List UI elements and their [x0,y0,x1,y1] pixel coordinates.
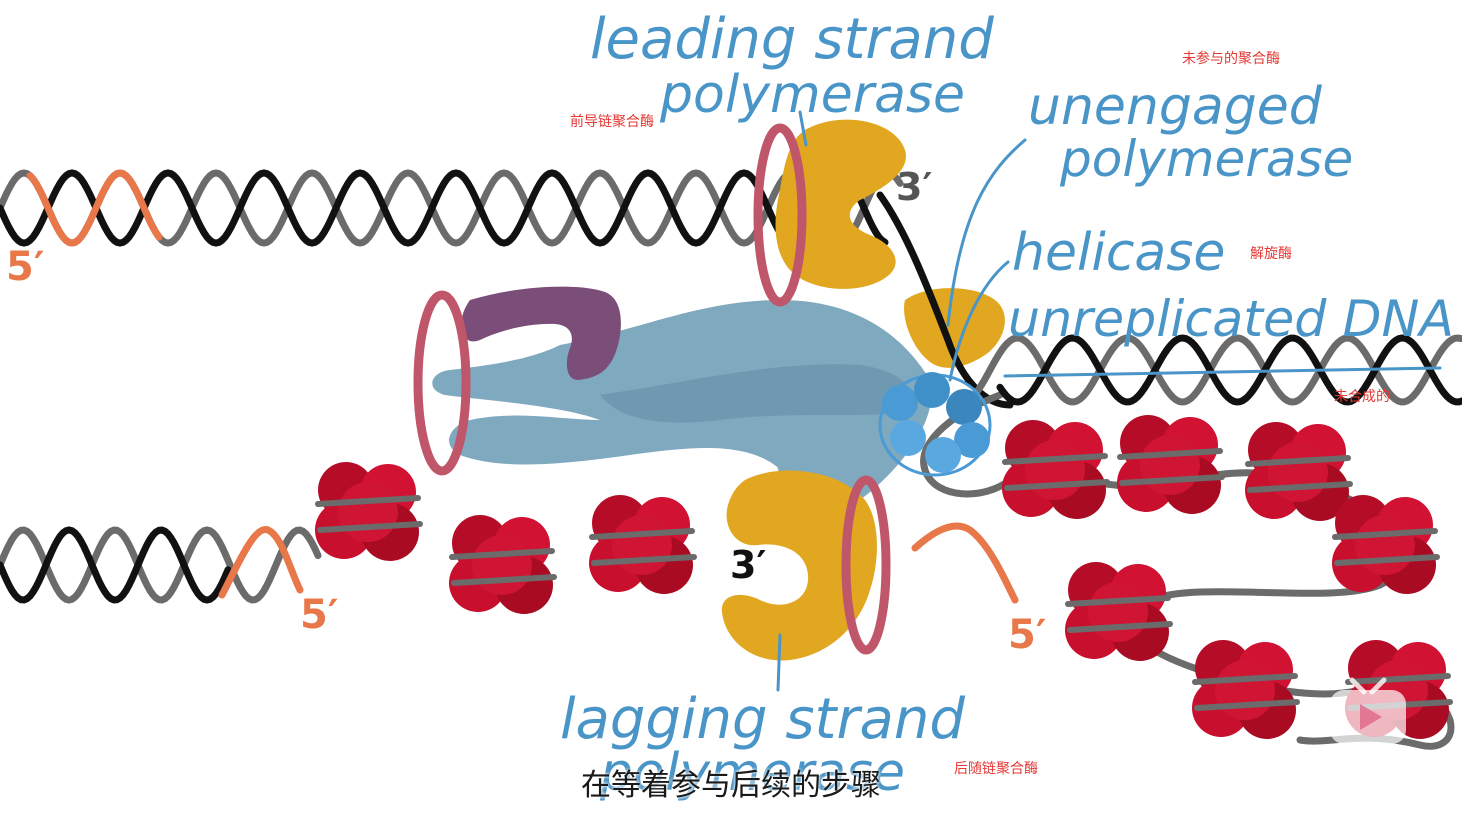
wrapped-dna [1119,474,1225,486]
helicase-subunit [925,437,961,473]
nucleosome [1117,415,1225,514]
nucleosome-layer [315,415,1453,739]
wrapped-dna [1002,453,1108,465]
wrapped-dna [1345,673,1451,685]
unengaged-label-line2: polymerase [1059,130,1353,188]
histone-subunit [1025,440,1085,500]
unengaged-pointer-line [946,138,1027,327]
nucleosome [449,515,557,614]
histone-subunit [338,482,398,542]
cn-annotation-leading-polymerase: 前导链聚合酶 [570,114,654,130]
unreplicated-underline [1003,366,1442,378]
histone-subunit [1355,515,1415,575]
three-prime-top-label: 3′ [896,165,932,209]
helicase [878,372,992,477]
unengaged-polymerase [904,288,1005,368]
three-prime-bottom-label: 3′ [730,543,766,587]
replisome-body [432,300,932,508]
lower-primer-left [218,526,304,599]
leading-strand-label-line1: leading strand [590,7,994,72]
nucleosome [1245,422,1353,521]
lagging-strand-polymerase [721,470,877,661]
wrapped-dna [1332,528,1438,540]
wrapped-dna [591,554,697,566]
helicase-pointer-line [948,260,1010,382]
unreplicated-dna-helix [956,334,1462,406]
nucleosome [1332,495,1440,594]
wrapped-dna [315,495,421,507]
fork-template-strand [876,191,1014,409]
histone-subunit [1140,435,1200,495]
lagging-strand-label-line1: lagging strand [560,687,965,752]
wrapped-dna [1065,595,1171,607]
replisome-arm [600,364,913,423]
wrapped-dna [1004,479,1110,491]
lower-primer-right [911,522,1019,604]
five-prime-bottom-left-label: 5′ [300,592,338,638]
nucleosome [1002,420,1110,519]
wrapped-dna [1117,448,1223,460]
wrapped-dna [589,528,695,540]
lagging-clamp-left [413,290,471,476]
wrapped-dna [1247,481,1353,493]
five-prime-bottom-right-label: 5′ [1008,612,1046,658]
helicase-label: helicase [1012,223,1225,283]
nucleosome [315,462,423,561]
helicase-subunit [890,420,926,456]
wrapped-dna [1192,673,1298,685]
wrapped-dna [451,574,557,586]
nucleosome [1192,640,1300,739]
leading-strand-label-line2: polymerase [659,65,965,125]
unreplicated-strand-black [996,334,1462,406]
leading-strand-polymerase [775,119,906,289]
label-pointers [776,110,1442,692]
leading-clamp [753,123,807,307]
five-prime-top-left-label: 5′ [6,244,44,290]
histone-subunit [612,515,672,575]
lagging-clamp-right [841,475,891,655]
cn-annotation-lagging-polymerase: 后随链聚合酶 [954,761,1038,777]
wrapped-dna [1245,455,1351,467]
histone-subunit [472,535,532,595]
cn-annotation-helicase: 解旋酶 [1250,246,1292,262]
tv-logo-icon [1330,677,1406,744]
top-strand-black [0,169,889,247]
unreplicated-dna-label: unreplicated DNA [1008,290,1454,348]
wrapped-dna [317,521,423,533]
leading-pointer-line [798,110,808,147]
helicase-subunit [946,389,982,425]
histone-subunit [1215,660,1275,720]
helicase-subunit [914,372,950,408]
clamp-loader [461,286,621,380]
lower-strand-black [0,526,232,604]
cn-annotation-unreplicated: 未合成的 [1334,389,1390,405]
helicase-subunit [882,385,918,421]
histone-subunit [1088,582,1148,642]
video-subtitle: 在等着参与后续的步骤 [581,768,881,803]
histone-subunit [1268,442,1328,502]
wrapped-dna [449,548,555,560]
nucleosome [1065,562,1173,661]
lagging-strand-label-line2: polymerase [599,743,905,803]
helicase-subunit [954,422,990,458]
nucleosome [589,495,697,594]
wrapped-dna [1067,621,1173,633]
cn-annotation-unengaged-polymerase: 未参与的聚合酶 [1182,51,1280,67]
top-dna-helix [0,169,904,247]
lower-strand-grey [0,526,322,604]
lagging-pointer-line [776,633,782,692]
wrapped-dna [1194,699,1300,711]
unengaged-label-line1: unengaged [1028,77,1323,137]
top-primer-strand [26,169,163,247]
wrapped-dna [1334,554,1440,566]
